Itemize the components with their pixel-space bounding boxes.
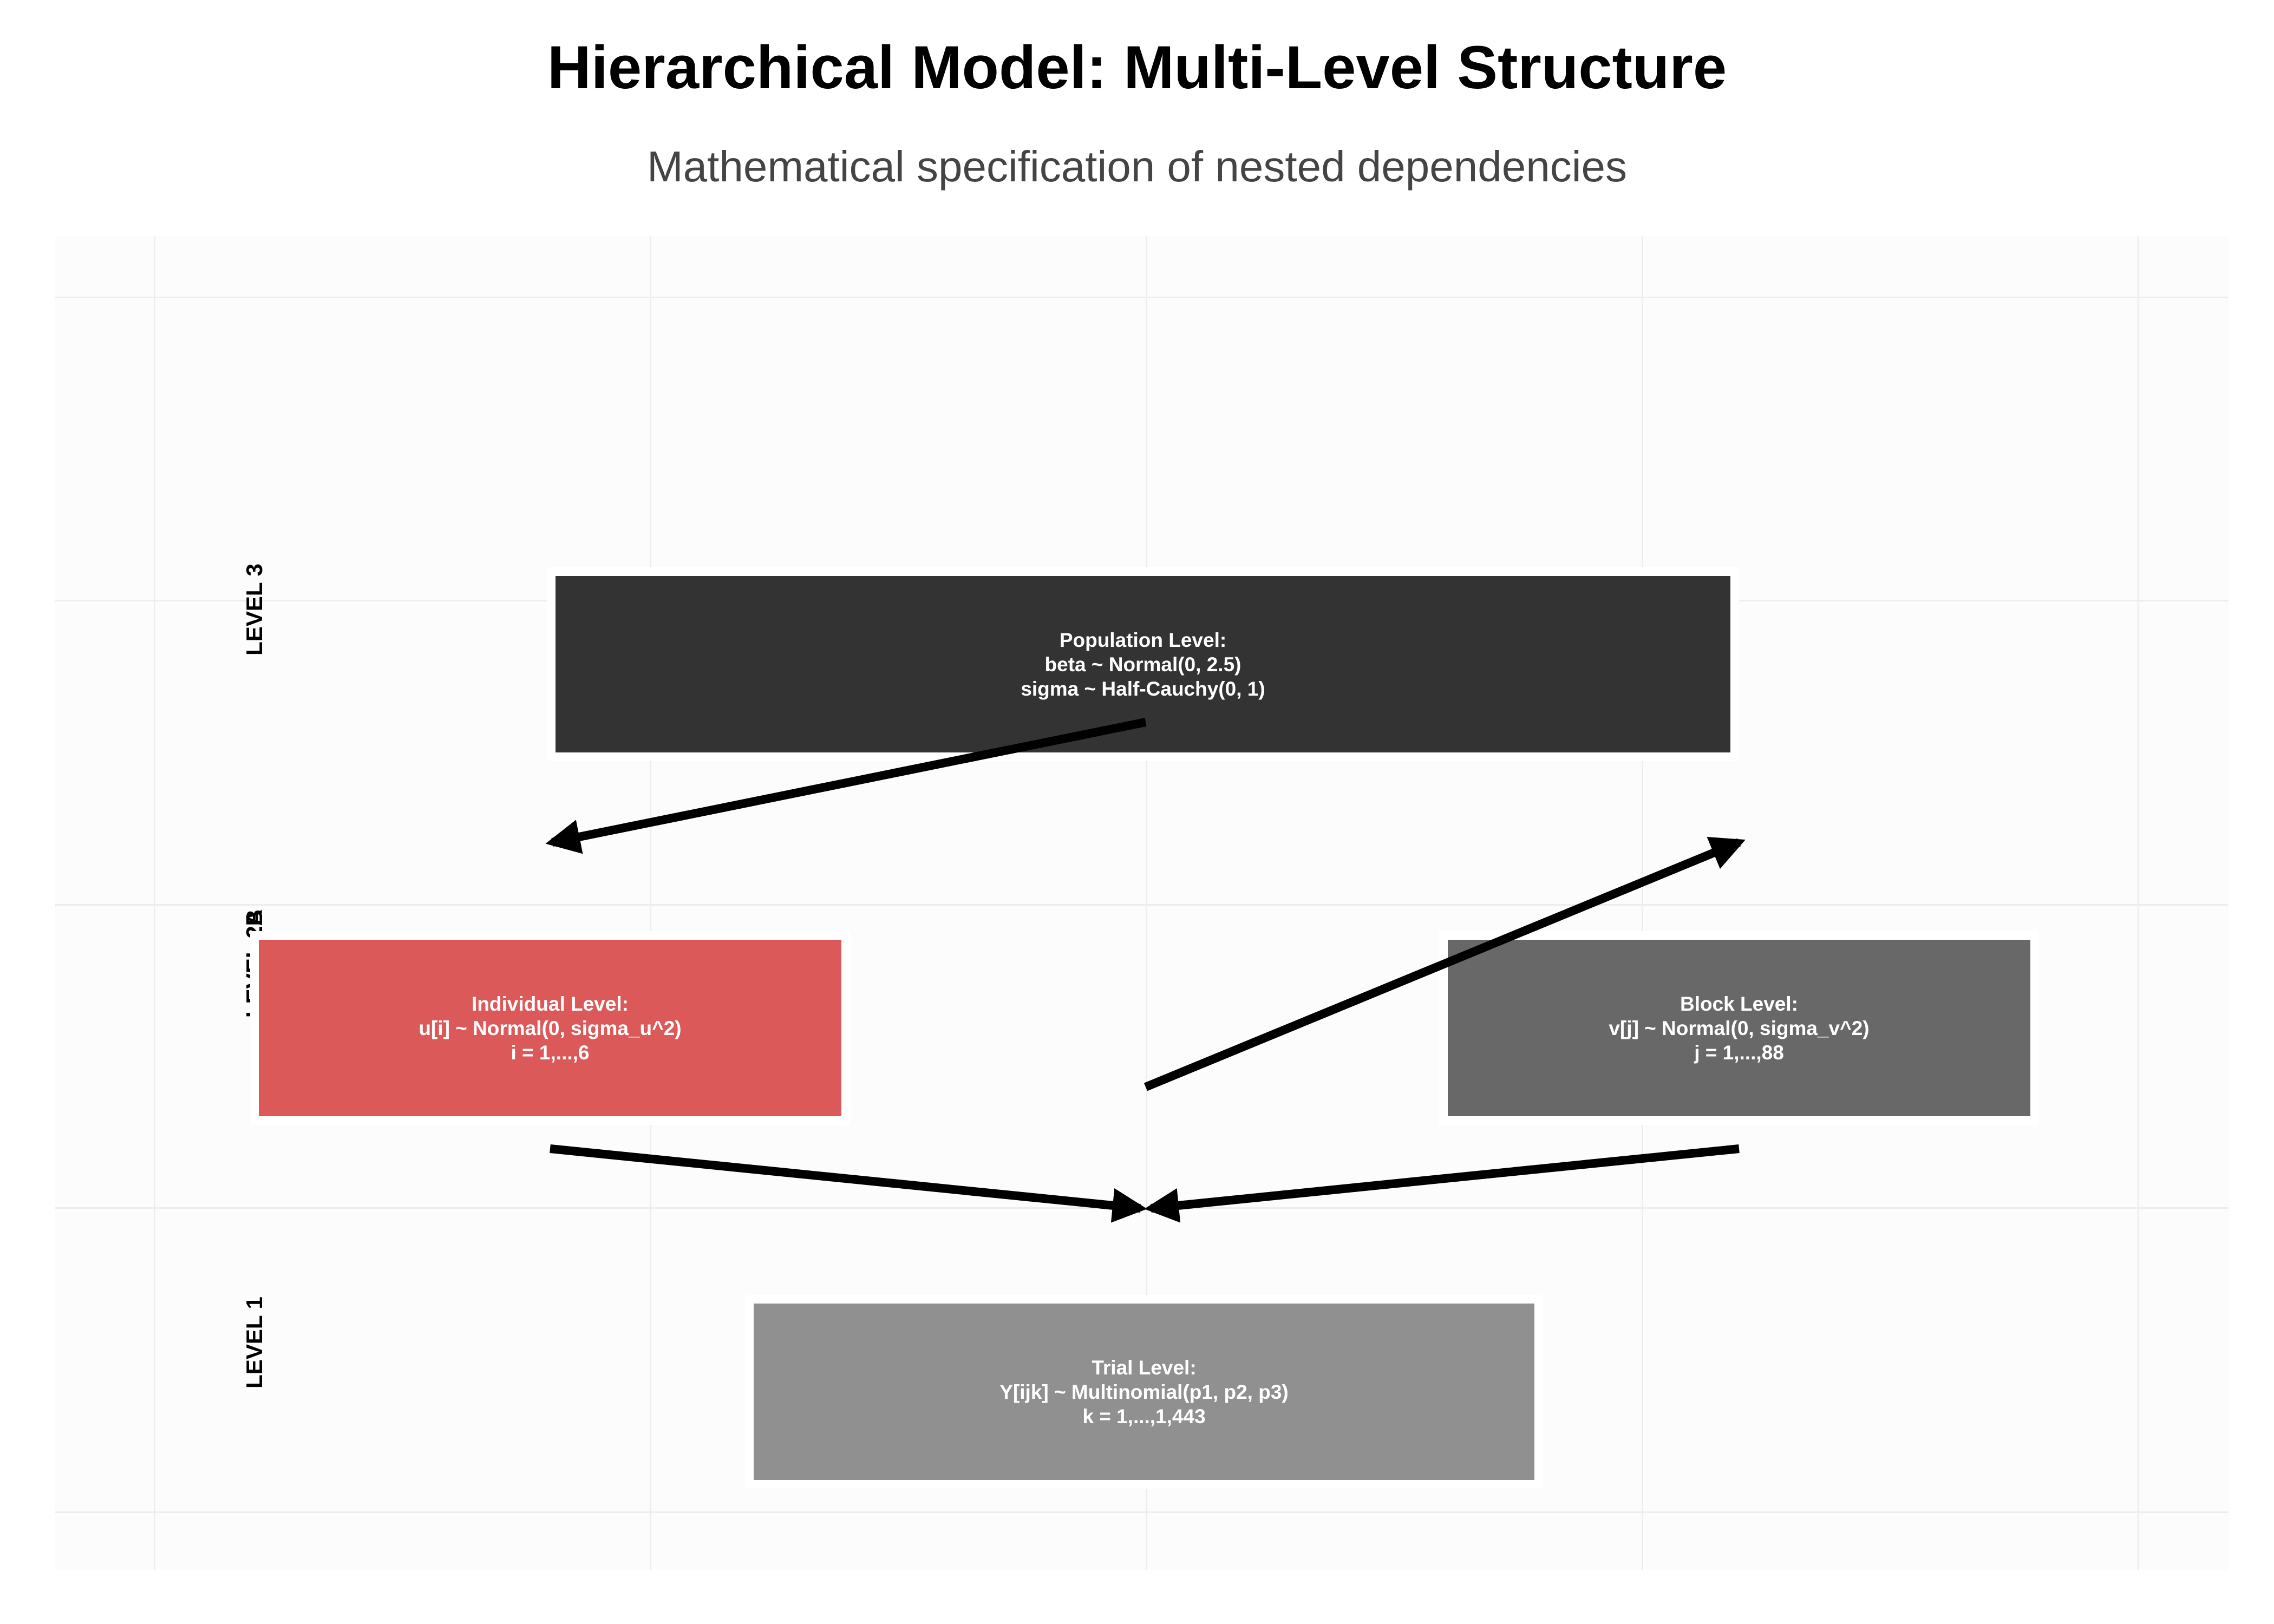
arrow-block-to-trial bbox=[1144, 1144, 1740, 1223]
grid-line-vertical bbox=[2138, 236, 2139, 1570]
block-node-index: j = 1,...,88 bbox=[1694, 1041, 1784, 1064]
block-node-formula: v[j] ~ Normal(0, sigma_v^2) bbox=[1609, 1017, 1870, 1039]
trial-node-formula: Y[ijk] ~ Multinomial(p1, p2, p3) bbox=[999, 1380, 1289, 1403]
block-level-node: Block Level: v[j] ~ Normal(0, sigma_v^2)… bbox=[1439, 931, 2039, 1125]
population-node-title: Population Level: bbox=[1059, 628, 1227, 651]
arrow-to-block bbox=[1143, 836, 1746, 1091]
individual-level-node: Individual Level: u[i] ~ Normal(0, sigma… bbox=[250, 931, 850, 1125]
arrow-individual-to-trial bbox=[550, 1144, 1147, 1223]
individual-node-index: i = 1,...,6 bbox=[511, 1041, 590, 1064]
arrow-population-to-individual bbox=[545, 718, 1147, 854]
grid-line-horizontal bbox=[55, 1511, 2229, 1513]
individual-node-title: Individual Level: bbox=[472, 992, 629, 1015]
individual-node-formula: u[i] ~ Normal(0, sigma_u^2) bbox=[419, 1017, 682, 1039]
trial-node-title: Trial Level: bbox=[1092, 1356, 1197, 1379]
population-level-node: Population Level: beta ~ Normal(0, 2.5) … bbox=[547, 567, 1739, 761]
population-node-beta: beta ~ Normal(0, 2.5) bbox=[1044, 653, 1241, 676]
grid-line-vertical bbox=[154, 236, 155, 1570]
grid-line-vertical bbox=[1642, 236, 1643, 1570]
diagram-title: Hierarchical Model: Multi-Level Structur… bbox=[547, 34, 1727, 101]
grid-line-vertical bbox=[1146, 236, 1147, 1570]
grid-line-horizontal bbox=[55, 297, 2229, 298]
grid-line-vertical bbox=[650, 236, 651, 1570]
trial-node-index: k = 1,...,1,443 bbox=[1082, 1405, 1206, 1427]
block-node-title: Block Level: bbox=[1680, 992, 1798, 1015]
trial-level-node: Trial Level: Y[ijk] ~ Multinomial(p1, p2… bbox=[745, 1295, 1543, 1489]
population-node-sigma: sigma ~ Half-Cauchy(0, 1) bbox=[1021, 677, 1265, 700]
grid-line-horizontal bbox=[55, 904, 2229, 906]
diagram-subtitle: Mathematical specification of nested dep… bbox=[647, 142, 1627, 191]
